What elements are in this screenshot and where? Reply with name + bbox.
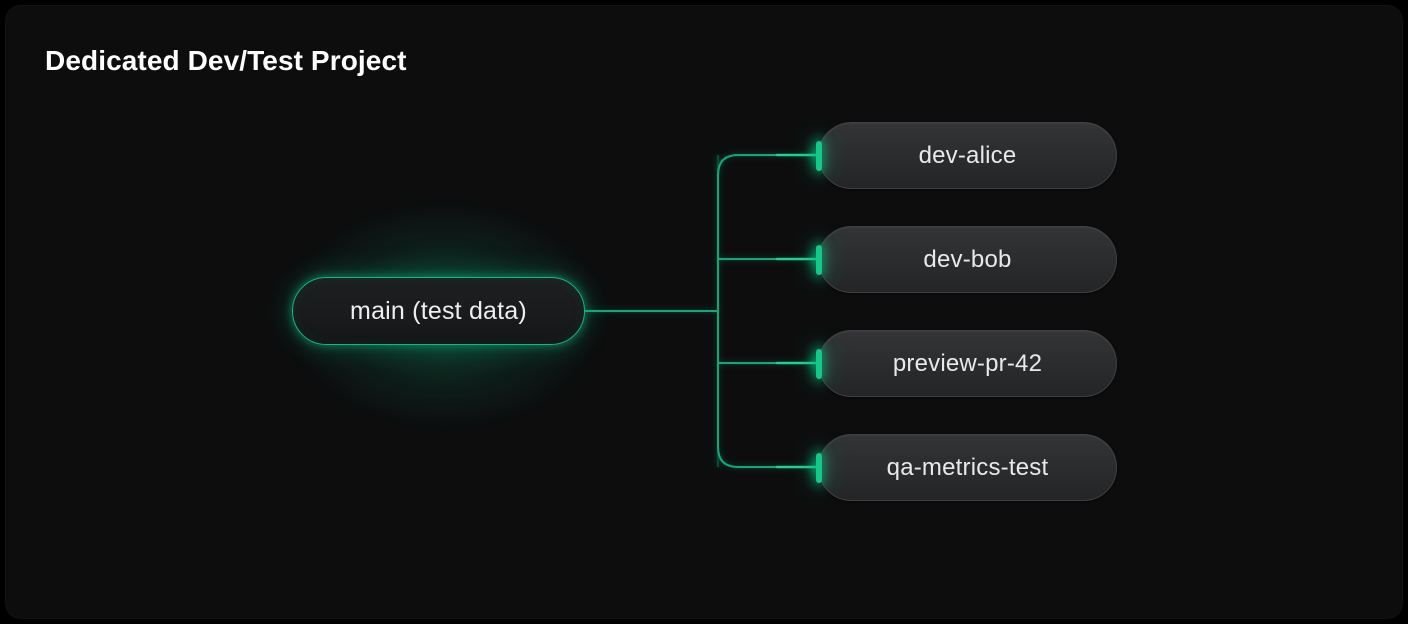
connector-branch-1 [717, 154, 821, 176]
connector-branch-4 [717, 446, 821, 468]
node-branch-label: dev-bob [923, 245, 1012, 273]
node-branch-label: qa-metrics-test [886, 453, 1049, 481]
connector-lines [584, 148, 824, 474]
node-branch-label: preview-pr-42 [892, 349, 1043, 377]
node-branch-label: dev-alice [918, 141, 1017, 169]
page-title: Dedicated Dev/Test Project [45, 45, 407, 76]
node-branch-qa-metrics-test[interactable]: qa-metrics-test [818, 434, 1117, 501]
diagram-card: Dedicated Dev/Test Project [5, 5, 1403, 619]
node-branch-dev-bob[interactable]: dev-bob [818, 226, 1117, 293]
node-branch-dev-alice[interactable]: dev-alice [818, 122, 1117, 189]
node-root[interactable]: main (test data) [292, 277, 585, 345]
node-branch-preview-pr-42[interactable]: preview-pr-42 [818, 330, 1117, 397]
node-root-label: main (test data) [350, 296, 527, 325]
